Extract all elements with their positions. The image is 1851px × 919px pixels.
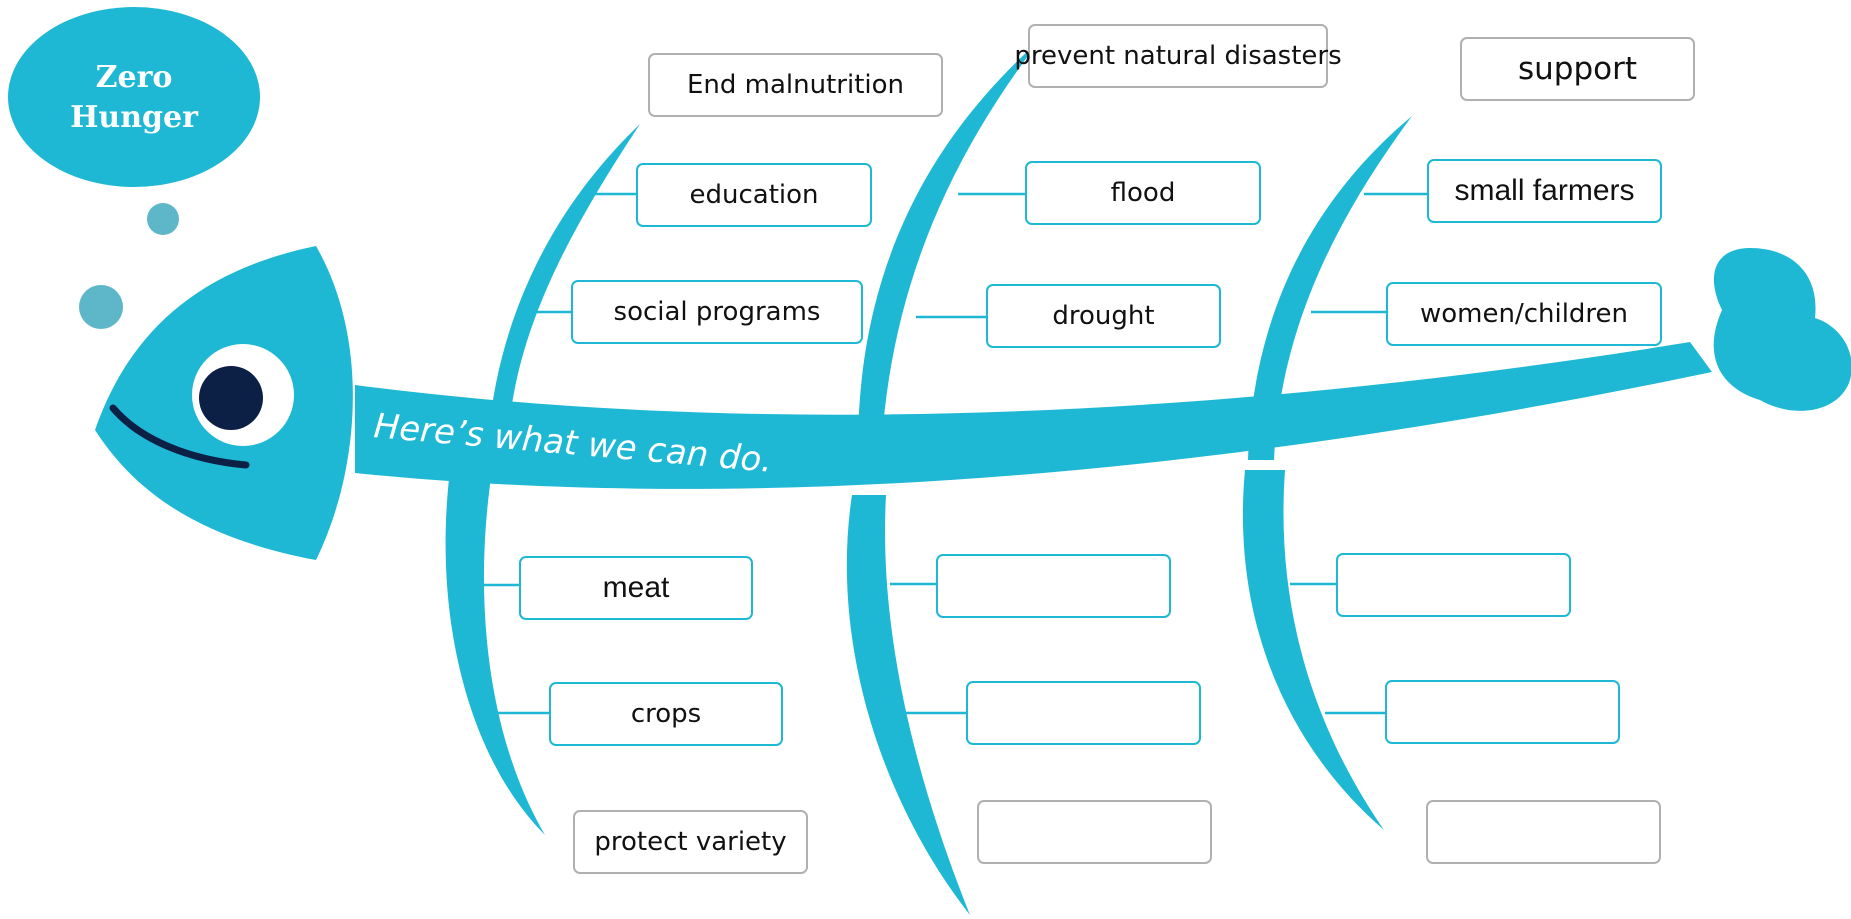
tail <box>1713 248 1851 411</box>
thought-bubble-medium <box>79 285 123 329</box>
rib1-top-item-2: social programs <box>571 280 863 344</box>
rib-2-bottom <box>846 495 970 915</box>
rib3-bottom-item-2 <box>1385 680 1620 744</box>
rib2-top-item-2: drought <box>986 284 1221 348</box>
spine <box>355 342 1712 489</box>
rib3-top-header: support <box>1460 37 1695 101</box>
rib-1-bottom <box>445 470 545 835</box>
rib2-top-header: prevent natural disasters <box>1014 24 1342 88</box>
mouth <box>109 404 250 469</box>
branch-lines <box>475 192 1428 715</box>
rib1-top-item-1: education <box>636 163 872 227</box>
rib2-bottom-footer <box>977 800 1212 864</box>
rib2-top-item-1: flood <box>1025 161 1261 225</box>
rib1-bottom-item-2: crops <box>549 682 783 746</box>
title-line-1: Zero <box>95 60 173 95</box>
rib3-bottom-footer <box>1426 800 1661 864</box>
rib1-top-header: End malnutrition <box>648 53 943 117</box>
rib3-top-item-2: women/children <box>1386 282 1662 346</box>
rib3-top-item-1: small farmers <box>1427 159 1662 223</box>
rib-3-bottom <box>1242 470 1384 830</box>
thought-bubble-small <box>147 203 179 235</box>
title: Zero Hunger <box>8 8 260 188</box>
rib3-bottom-item-1 <box>1336 553 1571 617</box>
rib2-bottom-item-1 <box>936 554 1171 618</box>
rib1-bottom-item-1: meat <box>519 556 753 620</box>
rib1-bottom-footer: protect variety <box>573 810 808 874</box>
title-line-2: Hunger <box>70 100 198 135</box>
title-bubble <box>8 7 260 187</box>
rib-2-top <box>858 40 1040 440</box>
rib2-bottom-item-2 <box>966 681 1201 745</box>
eye-pupil <box>199 366 263 430</box>
